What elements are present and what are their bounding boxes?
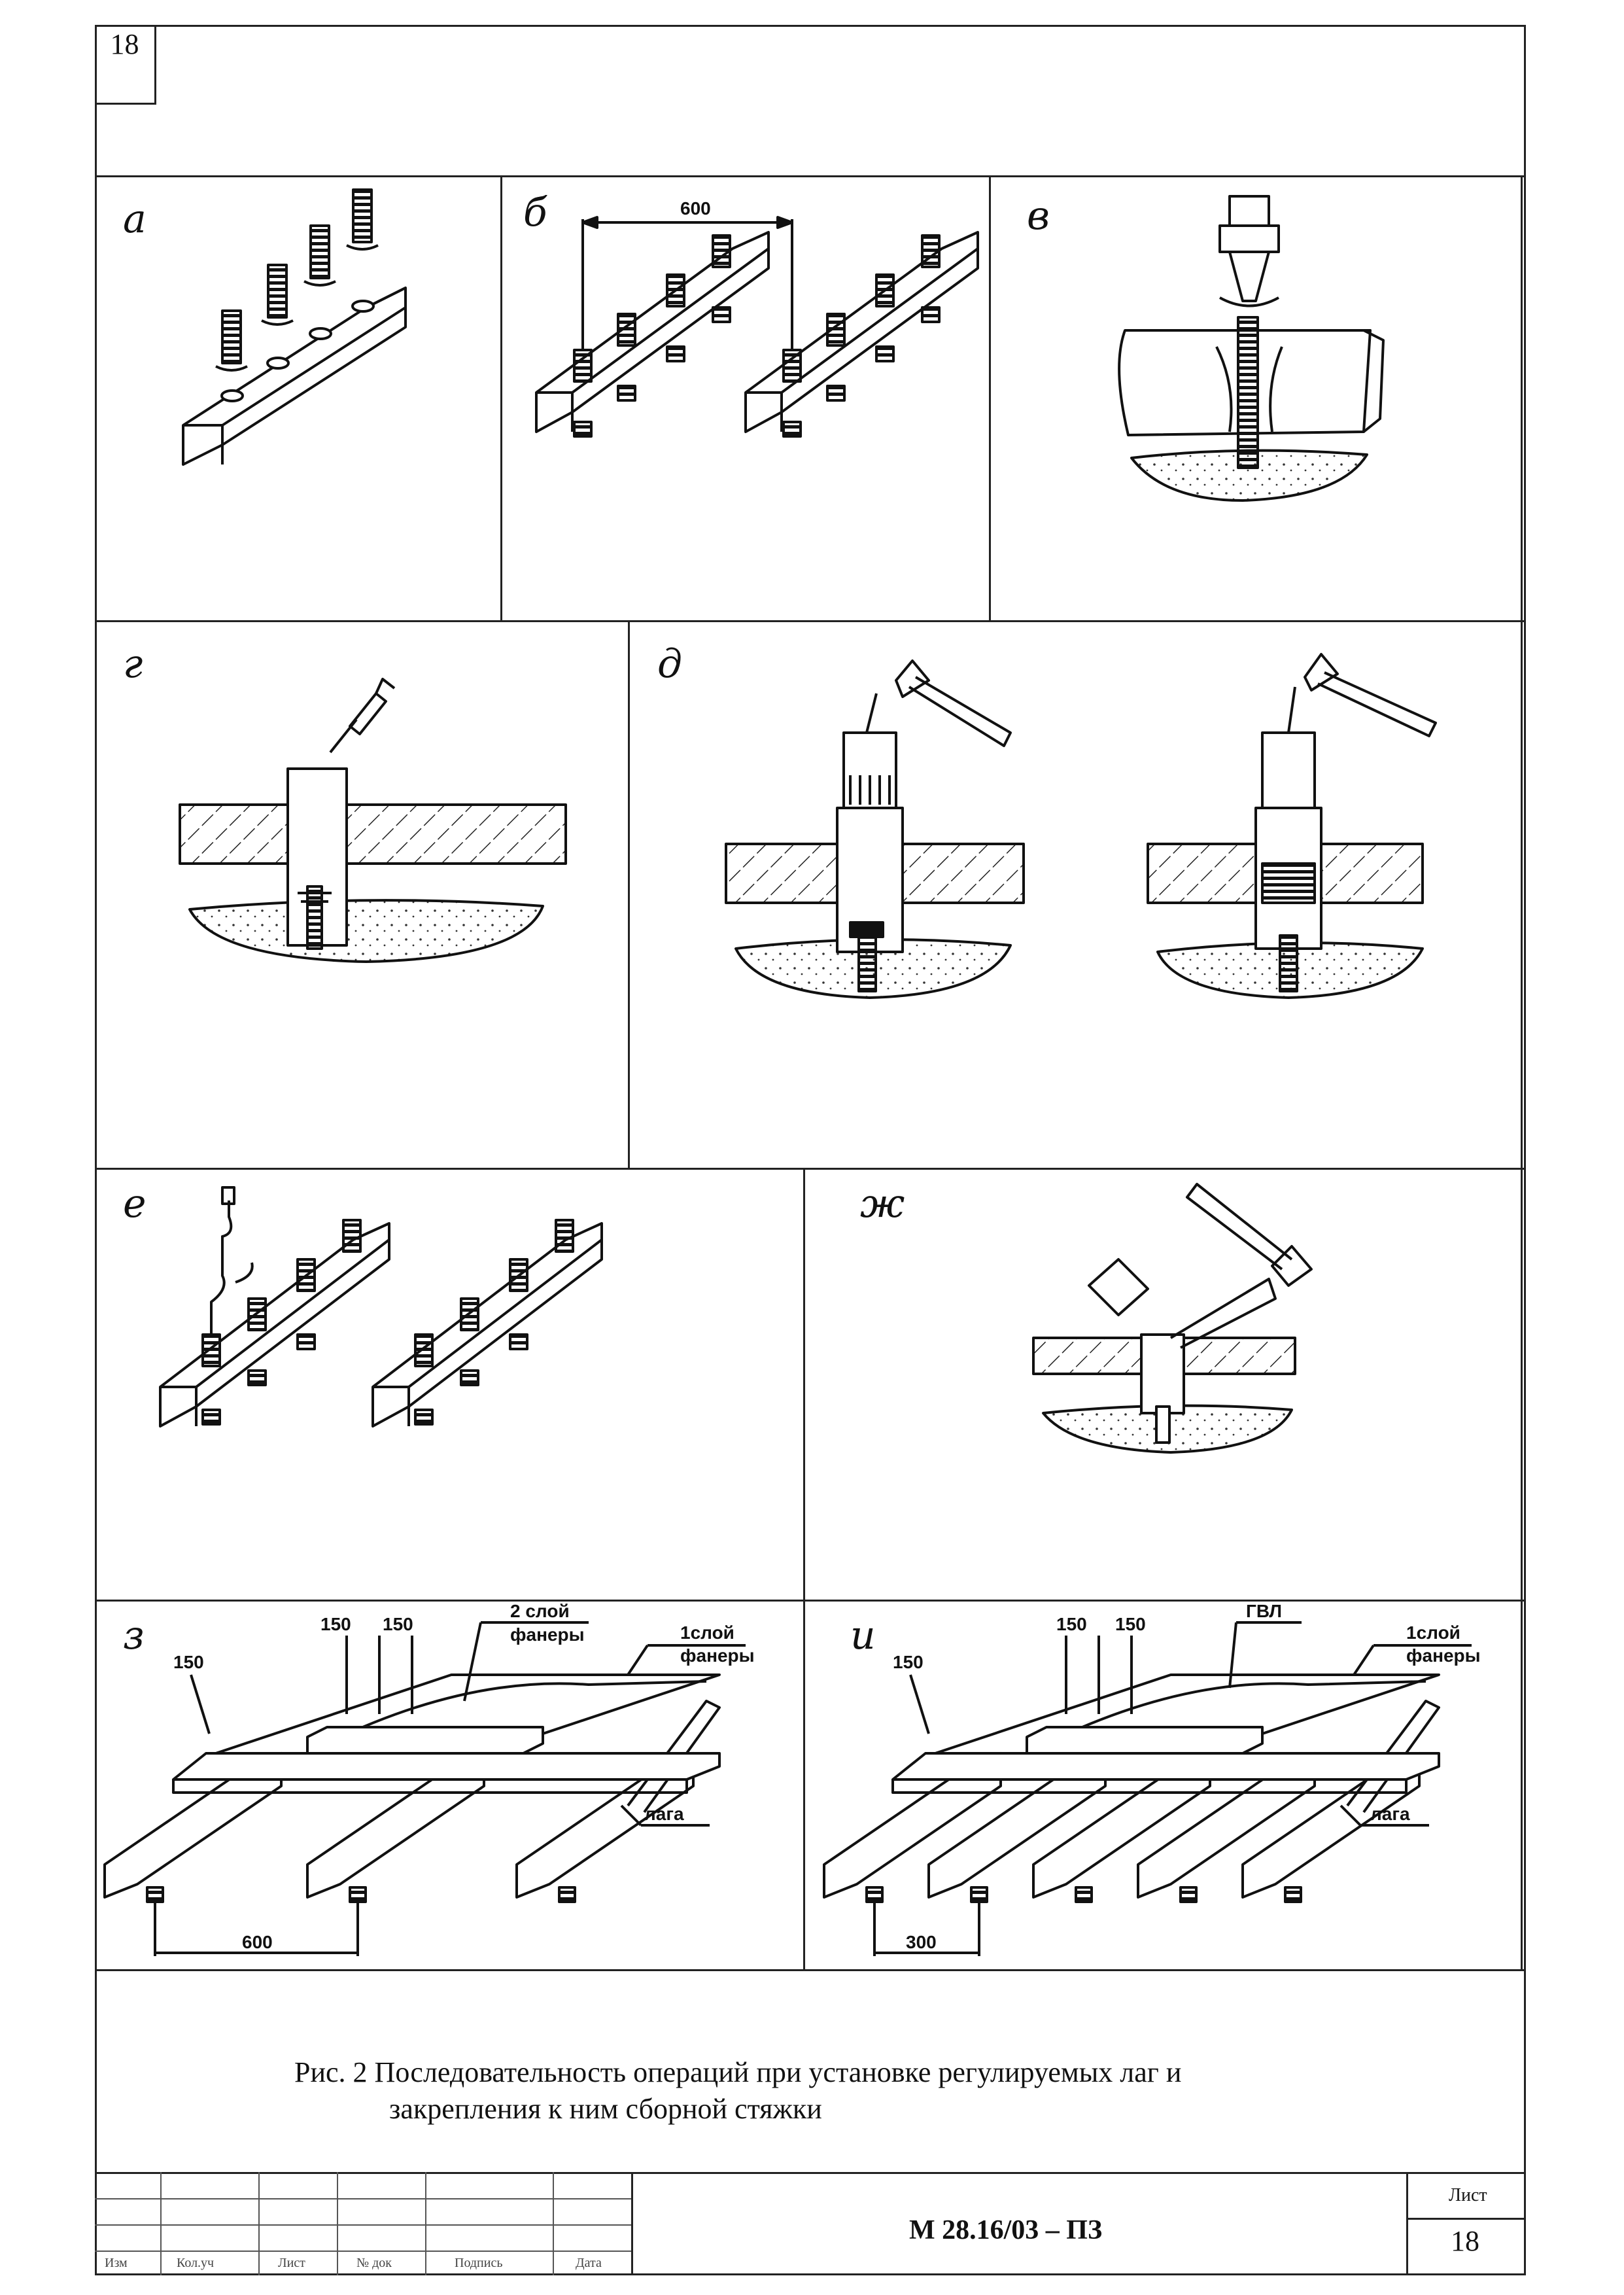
panel-label-b: б: [523, 190, 547, 236]
stamp-col-list: Лист: [278, 2256, 305, 2270]
sheet-label: Лист: [1449, 2185, 1487, 2205]
panel-z-drawing: [103, 1621, 746, 1956]
stamp-col-kol: Кол.уч: [177, 2256, 215, 2270]
stamp-sheet-line: [1406, 2218, 1526, 2220]
stamp-col-date: Дата: [576, 2256, 602, 2270]
label-z-lag: лага: [644, 1804, 684, 1824]
dim-z-top1: 150: [320, 1614, 351, 1634]
panel-b-drawing: [535, 216, 979, 438]
stamp-divider-right: [1406, 2172, 1408, 2275]
dim-i-bottom: 300: [906, 1932, 937, 1952]
col-divider-r2: [628, 620, 630, 1168]
dim-i-top2: 150: [1115, 1614, 1146, 1634]
dim-z-bottom: 600: [242, 1932, 273, 1952]
label-i-gvl: ГВЛ: [1246, 1601, 1282, 1621]
sheet-number-stamp: 18: [1451, 2225, 1479, 2257]
panel-d-drawing: [725, 653, 1437, 999]
label-i-layer1-line2: фанеры: [1406, 1645, 1481, 1666]
panel-i-drawing: [823, 1621, 1472, 1956]
col-divider-r1b: [989, 175, 991, 620]
panel-label-g: г: [123, 641, 143, 687]
label-i-lag: лага: [1370, 1804, 1410, 1824]
figure-caption-line1: Рис. 2 Последовательность операций при у…: [294, 2056, 1182, 2088]
panel-label-d: д: [657, 641, 683, 687]
stamp-col-sign: Подпись: [455, 2256, 503, 2270]
dim-b-600: 600: [680, 198, 711, 219]
panel-label-i: и: [850, 1613, 876, 1658]
dim-i-top1: 150: [1056, 1614, 1087, 1634]
revision-table: Изм Кол.уч Лист № док Подпись Дата: [95, 2172, 631, 2275]
row-divider-4: [95, 1600, 1526, 1602]
panel-e-drawing: [159, 1186, 603, 1428]
document-code: М 28.16/03 – ПЗ: [909, 2215, 1103, 2245]
label-i-layer1-line1: 1слой: [1406, 1622, 1460, 1643]
panel-label-a: а: [123, 196, 147, 242]
sheet-number-top: 18: [95, 25, 156, 105]
panel-a-drawing: [182, 188, 407, 466]
stamp-top-line: [95, 2172, 1526, 2174]
label-z-layer2-line1: 2 слой: [510, 1601, 570, 1621]
dim-z-left: 150: [173, 1652, 204, 1672]
panel-label-zh: ж: [860, 1181, 905, 1227]
panel-g-drawing: [179, 678, 567, 963]
panel-label-v: в: [1027, 193, 1050, 239]
panel-label-e: е: [123, 1181, 147, 1227]
row-divider-3: [95, 1168, 1526, 1170]
right-inner-border: [1521, 175, 1523, 1969]
stamp-col-doc: № док: [356, 2256, 392, 2270]
stamp-col-izm: Изм: [105, 2256, 128, 2270]
col-divider-r3: [803, 1168, 805, 1969]
dim-i-left: 150: [893, 1652, 924, 1672]
col-divider-r1a: [500, 175, 502, 620]
label-z-layer1-line2: фанеры: [680, 1645, 755, 1666]
row-divider-1: [95, 175, 1526, 177]
panel-v-drawing: [1118, 195, 1385, 502]
figure-caption-line2: закрепления к ним сборной стяжки: [389, 2093, 822, 2125]
row-divider-5: [95, 1969, 1526, 1971]
panel-label-z: з: [123, 1613, 145, 1658]
dim-z-top2: 150: [383, 1614, 413, 1634]
label-z-layer2-line2: фанеры: [510, 1624, 585, 1645]
drawing-frame: [95, 25, 1526, 2275]
row-divider-2: [95, 620, 1526, 622]
label-z-layer1-line1: 1слой: [680, 1622, 734, 1643]
stamp-divider-left: [631, 2172, 633, 2275]
panel-zh-drawing: [1032, 1183, 1313, 1454]
